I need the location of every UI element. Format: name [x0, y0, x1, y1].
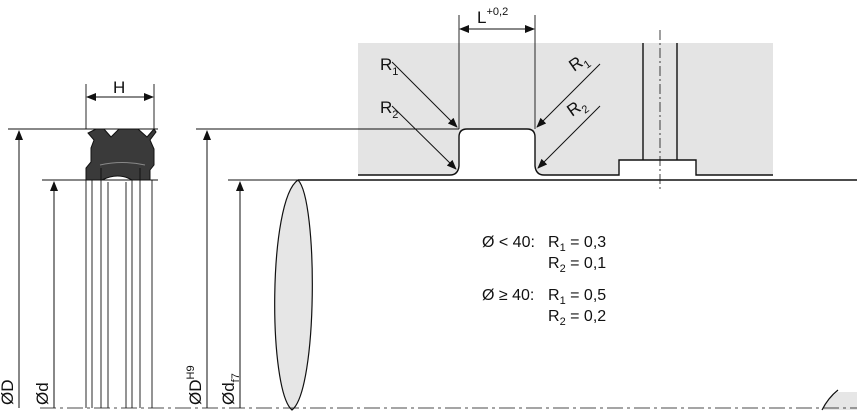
leader-r2-right: [537, 105, 601, 169]
label-r2-left: R2: [380, 98, 398, 121]
seal-profile: [85, 128, 157, 181]
dim-housing-bore-label: ØDH9: [185, 365, 205, 405]
radius-notes: Ø < 40: R1 = 0,3 R2 = 0,1 Ø ≥ 40: R1 = 0…: [482, 234, 606, 328]
note-r1-2: R1 = 0,5: [548, 287, 606, 307]
note-r2-2: R2 = 0,2: [548, 308, 606, 328]
dim-h-label: H: [113, 78, 125, 97]
note-r1-1: R1 = 0,3: [548, 234, 606, 254]
leader-r2-left: [391, 105, 457, 170]
leader-r1-left: [391, 61, 458, 128]
dim-od-label: ØD: [0, 380, 17, 406]
dim-id-label: Ød: [33, 382, 52, 405]
seal-projection-lines: [85, 180, 153, 408]
shaft-end-face: [274, 179, 313, 411]
shaft-far-end: [822, 392, 857, 410]
note-condition-2: Ø ≥ 40:: [482, 287, 534, 304]
housing-body: [358, 43, 773, 175]
dim-l-label: L+0,2: [477, 6, 508, 27]
leader-r1-right: [536, 63, 601, 128]
dim-shaft-label: Ødf7: [219, 373, 242, 405]
note-r2-1: R2 = 0,1: [548, 255, 606, 275]
seal-section: [85, 128, 157, 181]
note-condition-1: Ø < 40:: [482, 234, 535, 251]
label-r1-left: R1: [380, 55, 398, 78]
seal-lip-groove: [99, 162, 146, 166]
housing-groove-outline: [358, 128, 773, 176]
